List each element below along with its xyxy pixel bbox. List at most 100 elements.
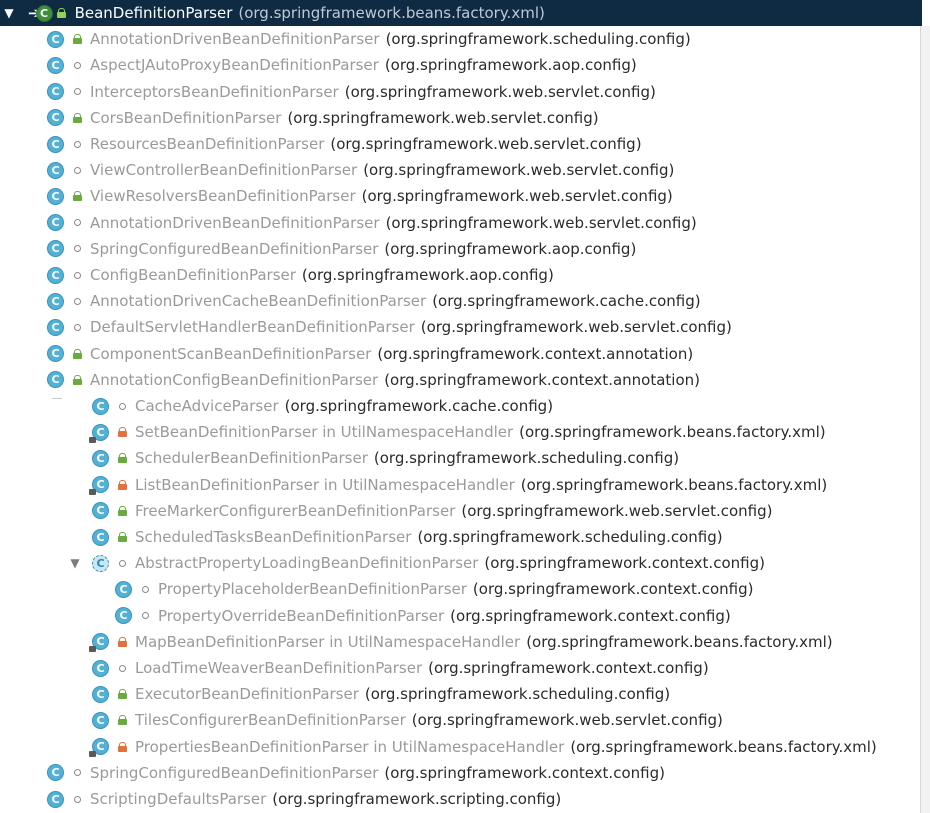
package-name: (org.springframework.scripting.config) <box>272 790 562 808</box>
class-name: ListBeanDefinitionParser in UtilNamespac… <box>135 475 515 494</box>
class-icon: C <box>47 345 64 363</box>
public-lock-icon <box>115 532 129 542</box>
package-name: (org.springframework.scheduling.config) <box>364 685 671 704</box>
tree-row[interactable]: C LoadTimeWeaverBeanDefinitionParser (org.… <box>0 655 930 681</box>
package-name: (org.springframework.beans.factory.xml) <box>526 632 833 651</box>
class-name: ExecutorBeanDefinitionParser <box>135 685 359 704</box>
public-lock-icon <box>70 34 84 45</box>
class-icon: C <box>89 633 109 653</box>
class-icon: C <box>35 4 53 22</box>
class-name: MapBeanDefinitionParser in UtilNamespace… <box>135 632 521 651</box>
vertical-scrollbar[interactable] <box>920 26 930 813</box>
package-private-icon <box>115 559 129 567</box>
public-lock-icon <box>55 8 69 18</box>
class-name: ScriptingDefaultsParser <box>90 790 267 808</box>
tree-row[interactable]: C MapBeanDefinitionParser in UtilNamespac… <box>0 629 930 655</box>
class-icon: C <box>92 659 109 677</box>
package-name: (org.springframework.web.servlet.config) <box>385 213 697 232</box>
inner-class-badge-icon <box>89 646 96 653</box>
class-name: SpringConfiguredBeanDefinitionParser <box>90 763 379 782</box>
package-private-icon <box>70 140 84 148</box>
class-name: BeanDefinitionParser <box>74 4 233 22</box>
package-name: (org.springframework.cache.config) <box>432 292 701 311</box>
class-icon: C <box>47 266 64 284</box>
package-name: (org.springframework.web.servlet.config) <box>363 161 675 180</box>
package-private-icon <box>70 245 84 253</box>
class-name: LoadTimeWeaverBeanDefinitionParser <box>135 659 423 677</box>
package-name: (org.springframework.scheduling.config) <box>373 449 680 468</box>
tree-row[interactable]: C ConfigBeanDefinitionParser (org.springfr… <box>0 262 930 288</box>
class-name: AbstractPropertyLoadingBeanDefinitionPar… <box>135 554 479 573</box>
package-name: (org.springframework.beans.factory.xml) <box>570 737 877 756</box>
collapse-toggle[interactable]: ▼ <box>4 6 14 20</box>
private-lock-icon <box>115 479 129 490</box>
package-private-icon <box>115 402 129 410</box>
tree-row[interactable]: C TilesConfigurerBeanDefinitionParser (org… <box>0 707 930 733</box>
package-name: (org.springframework.aop.config) <box>384 56 637 75</box>
package-name: (org.springframework.web.servlet.config) <box>411 711 723 730</box>
public-lock-icon <box>115 453 129 464</box>
class-icon: C <box>47 56 64 74</box>
package-private-icon <box>70 271 84 279</box>
class-icon: C <box>92 711 109 729</box>
tree-row[interactable]: C PropertyPlaceholderBeanDefinitionParser… <box>0 576 930 602</box>
public-lock-icon <box>70 191 84 202</box>
package-name: (org.springframework.scheduling.config) <box>385 30 691 49</box>
package-name: (org.springframework.web.servlet.config) <box>420 318 732 337</box>
package-private-icon <box>138 585 152 593</box>
tree-guide-line <box>52 398 62 399</box>
class-icon: C <box>92 397 109 415</box>
package-name: (org.springframework.scheduling.config) <box>417 528 723 546</box>
class-name: TilesConfigurerBeanDefinitionParser <box>135 711 406 730</box>
public-lock-icon <box>70 374 84 385</box>
class-icon: C <box>115 580 132 598</box>
class-name: PropertyPlaceholderBeanDefinitionParser <box>158 580 467 599</box>
class-name: AspectJAutoProxyBeanDefinitionParser <box>90 56 379 75</box>
tree-row-root[interactable]: ▼ ➔ C BeanDefinitionParser (org.springfr… <box>0 0 922 26</box>
inner-class-badge-icon <box>89 489 96 496</box>
package-name: (org.springframework.cache.config) <box>284 397 554 415</box>
tree-row[interactable]: C ExecutorBeanDefinitionParser (org.spring… <box>0 681 930 707</box>
package-name: (org.springframework.context.config) <box>428 659 709 677</box>
package-name: (org.springframework.web.servlet.config) <box>361 187 673 206</box>
class-name: CacheAdviceParser <box>135 397 279 415</box>
class-icon: C <box>89 476 109 496</box>
class-name: ConfigBeanDefinitionParser <box>90 266 296 284</box>
package-private-icon <box>70 88 84 96</box>
tree-row[interactable]: C CacheAdviceParser (org.springframework.c… <box>0 393 930 419</box>
package-private-icon <box>70 219 84 227</box>
package-name: (org.springframework.aop.config) <box>301 266 554 284</box>
inner-class-badge-icon <box>89 751 96 758</box>
class-icon: C <box>92 528 109 546</box>
class-icon: C <box>47 30 64 48</box>
tree-row[interactable]: C AspectJAutoProxyBeanDefinitionParser (or… <box>0 52 930 78</box>
class-icon: C <box>92 685 109 703</box>
class-icon: C <box>47 292 64 310</box>
tree-row[interactable]: C ListBeanDefinitionParser in UtilNamespa… <box>0 472 930 498</box>
expand-toggle[interactable]: ▼ <box>70 556 80 571</box>
class-icon: C <box>92 449 109 467</box>
class-icon: C <box>115 607 132 625</box>
